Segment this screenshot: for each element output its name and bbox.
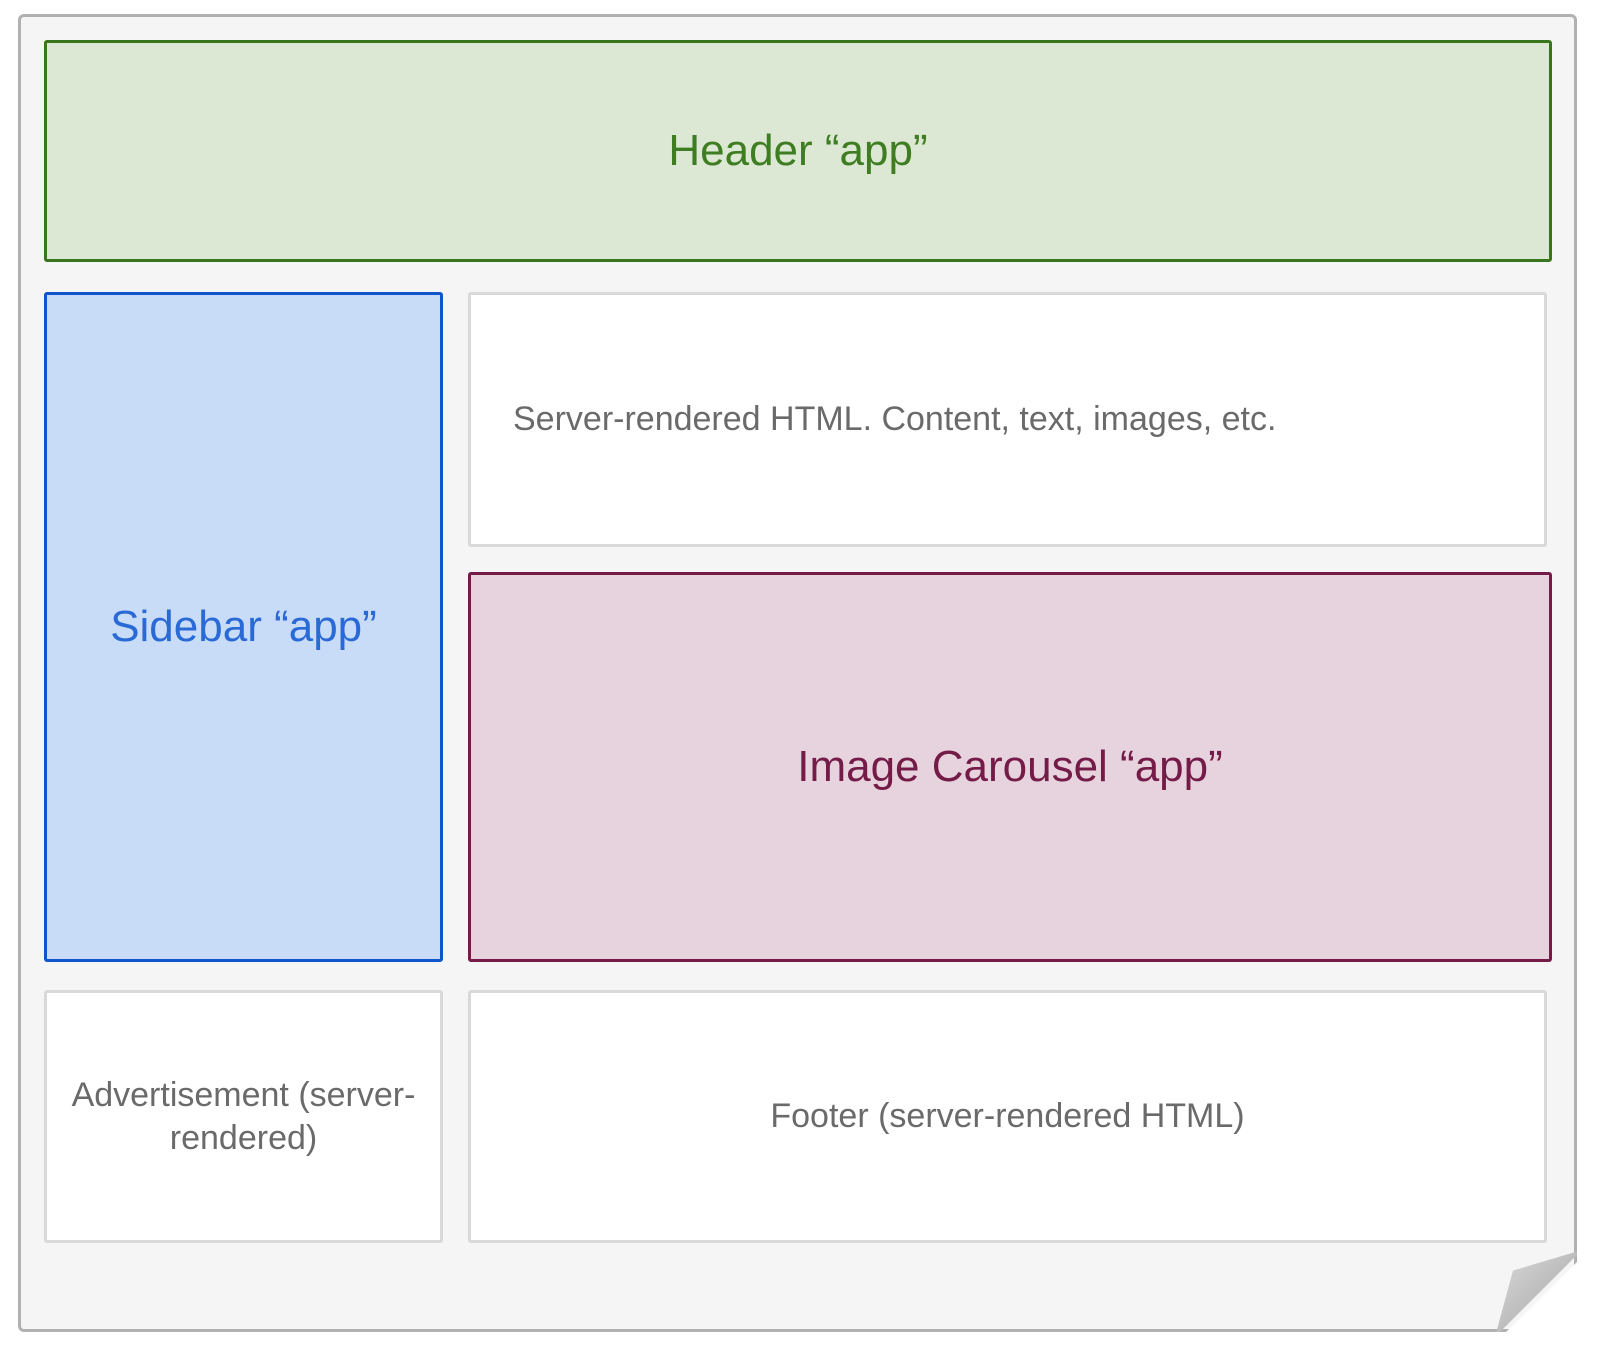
header-app-box: Header “app” — [44, 40, 1552, 262]
server-rendered-content-label: Server-rendered HTML. Content, text, ima… — [513, 400, 1277, 438]
browser-page-outline: Header “app” Sidebar “app” Server-render… — [18, 14, 1577, 1332]
server-rendered-content-box: Server-rendered HTML. Content, text, ima… — [468, 292, 1547, 547]
footer-label: Footer (server-rendered HTML) — [770, 1097, 1245, 1135]
header-app-label: Header “app” — [668, 126, 928, 175]
advertisement-box: Advertisement (server-rendered) — [44, 990, 443, 1243]
image-carousel-app-box: Image Carousel “app” — [468, 572, 1552, 962]
sidebar-app-box: Sidebar “app” — [44, 292, 443, 962]
advertisement-label: Advertisement (server-rendered) — [71, 1075, 416, 1157]
footer-box: Footer (server-rendered HTML) — [468, 990, 1547, 1243]
sidebar-app-label: Sidebar “app” — [110, 602, 377, 651]
image-carousel-app-label: Image Carousel “app” — [797, 742, 1223, 791]
page-corner-fold — [1495, 1250, 1577, 1332]
